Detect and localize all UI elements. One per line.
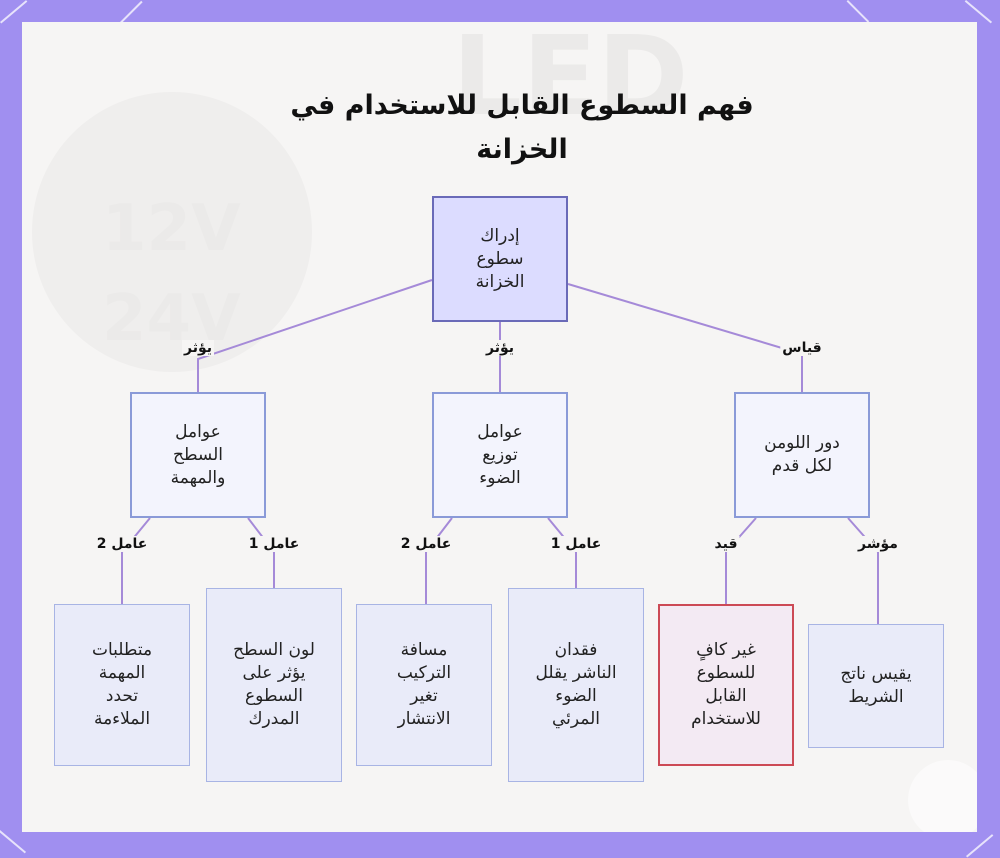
edge-surface-task (122, 518, 150, 604)
edge-label-root-lumens: قياس (780, 340, 823, 356)
node-diffuser-loss: فقدان الناشر يقلل الضوء المرئي (508, 588, 644, 782)
frame-decoration (120, 1, 143, 24)
node-lumens-role: دور اللومن لكل قدم (734, 392, 870, 518)
edge-label-root-surface: يؤثر (182, 340, 214, 356)
edge-surface-color (248, 518, 274, 588)
edge-root-surface (198, 280, 432, 392)
edge-label-root-distribution: يؤثر (484, 340, 516, 356)
edge-root-lumens (568, 284, 802, 392)
node-mount-distance: مسافة التركيب تغير الانتشار (356, 604, 492, 766)
node-surface-color: لون السطح يؤثر على السطوع المدرك (206, 588, 342, 782)
node-root: إدراك سطوع الخزانة (432, 196, 568, 322)
edge-label-lumens-measure: مؤشر (856, 536, 900, 552)
edge-distribution-distance (426, 518, 452, 604)
frame-decoration (965, 0, 992, 23)
node-measure-output: يقيس ناتج الشريط (808, 624, 944, 748)
frame-decoration (0, 830, 26, 853)
node-insufficient-brightness: غير كافٍ للسطوع القابل للاستخدام (658, 604, 794, 766)
frame-decoration (847, 0, 870, 23)
diagram-card: 12V 24V LED فهم السطوع القابل للاستخدام … (22, 22, 977, 832)
edge-label-surface-task: عامل 2 (95, 536, 150, 552)
frame-decoration (0, 0, 27, 23)
edge-lumens-insufficient (726, 518, 756, 604)
edge-lumens-measure (848, 518, 878, 624)
edge-label-lumens-insufficient: قيد (713, 536, 740, 552)
edge-distribution-loss (548, 518, 576, 588)
node-surface-factors: عوامل السطح والمهمة (130, 392, 266, 518)
frame-decoration (966, 834, 993, 857)
node-distribution-factors: عوامل توزيع الضوء (432, 392, 568, 518)
edge-label-surface-color: عامل 1 (247, 536, 302, 552)
edge-label-distribution-loss: عامل 1 (549, 536, 604, 552)
node-task-requirements: متطلبات المهمة تحدد الملاءمة (54, 604, 190, 766)
edge-label-distribution-distance: عامل 2 (399, 536, 454, 552)
